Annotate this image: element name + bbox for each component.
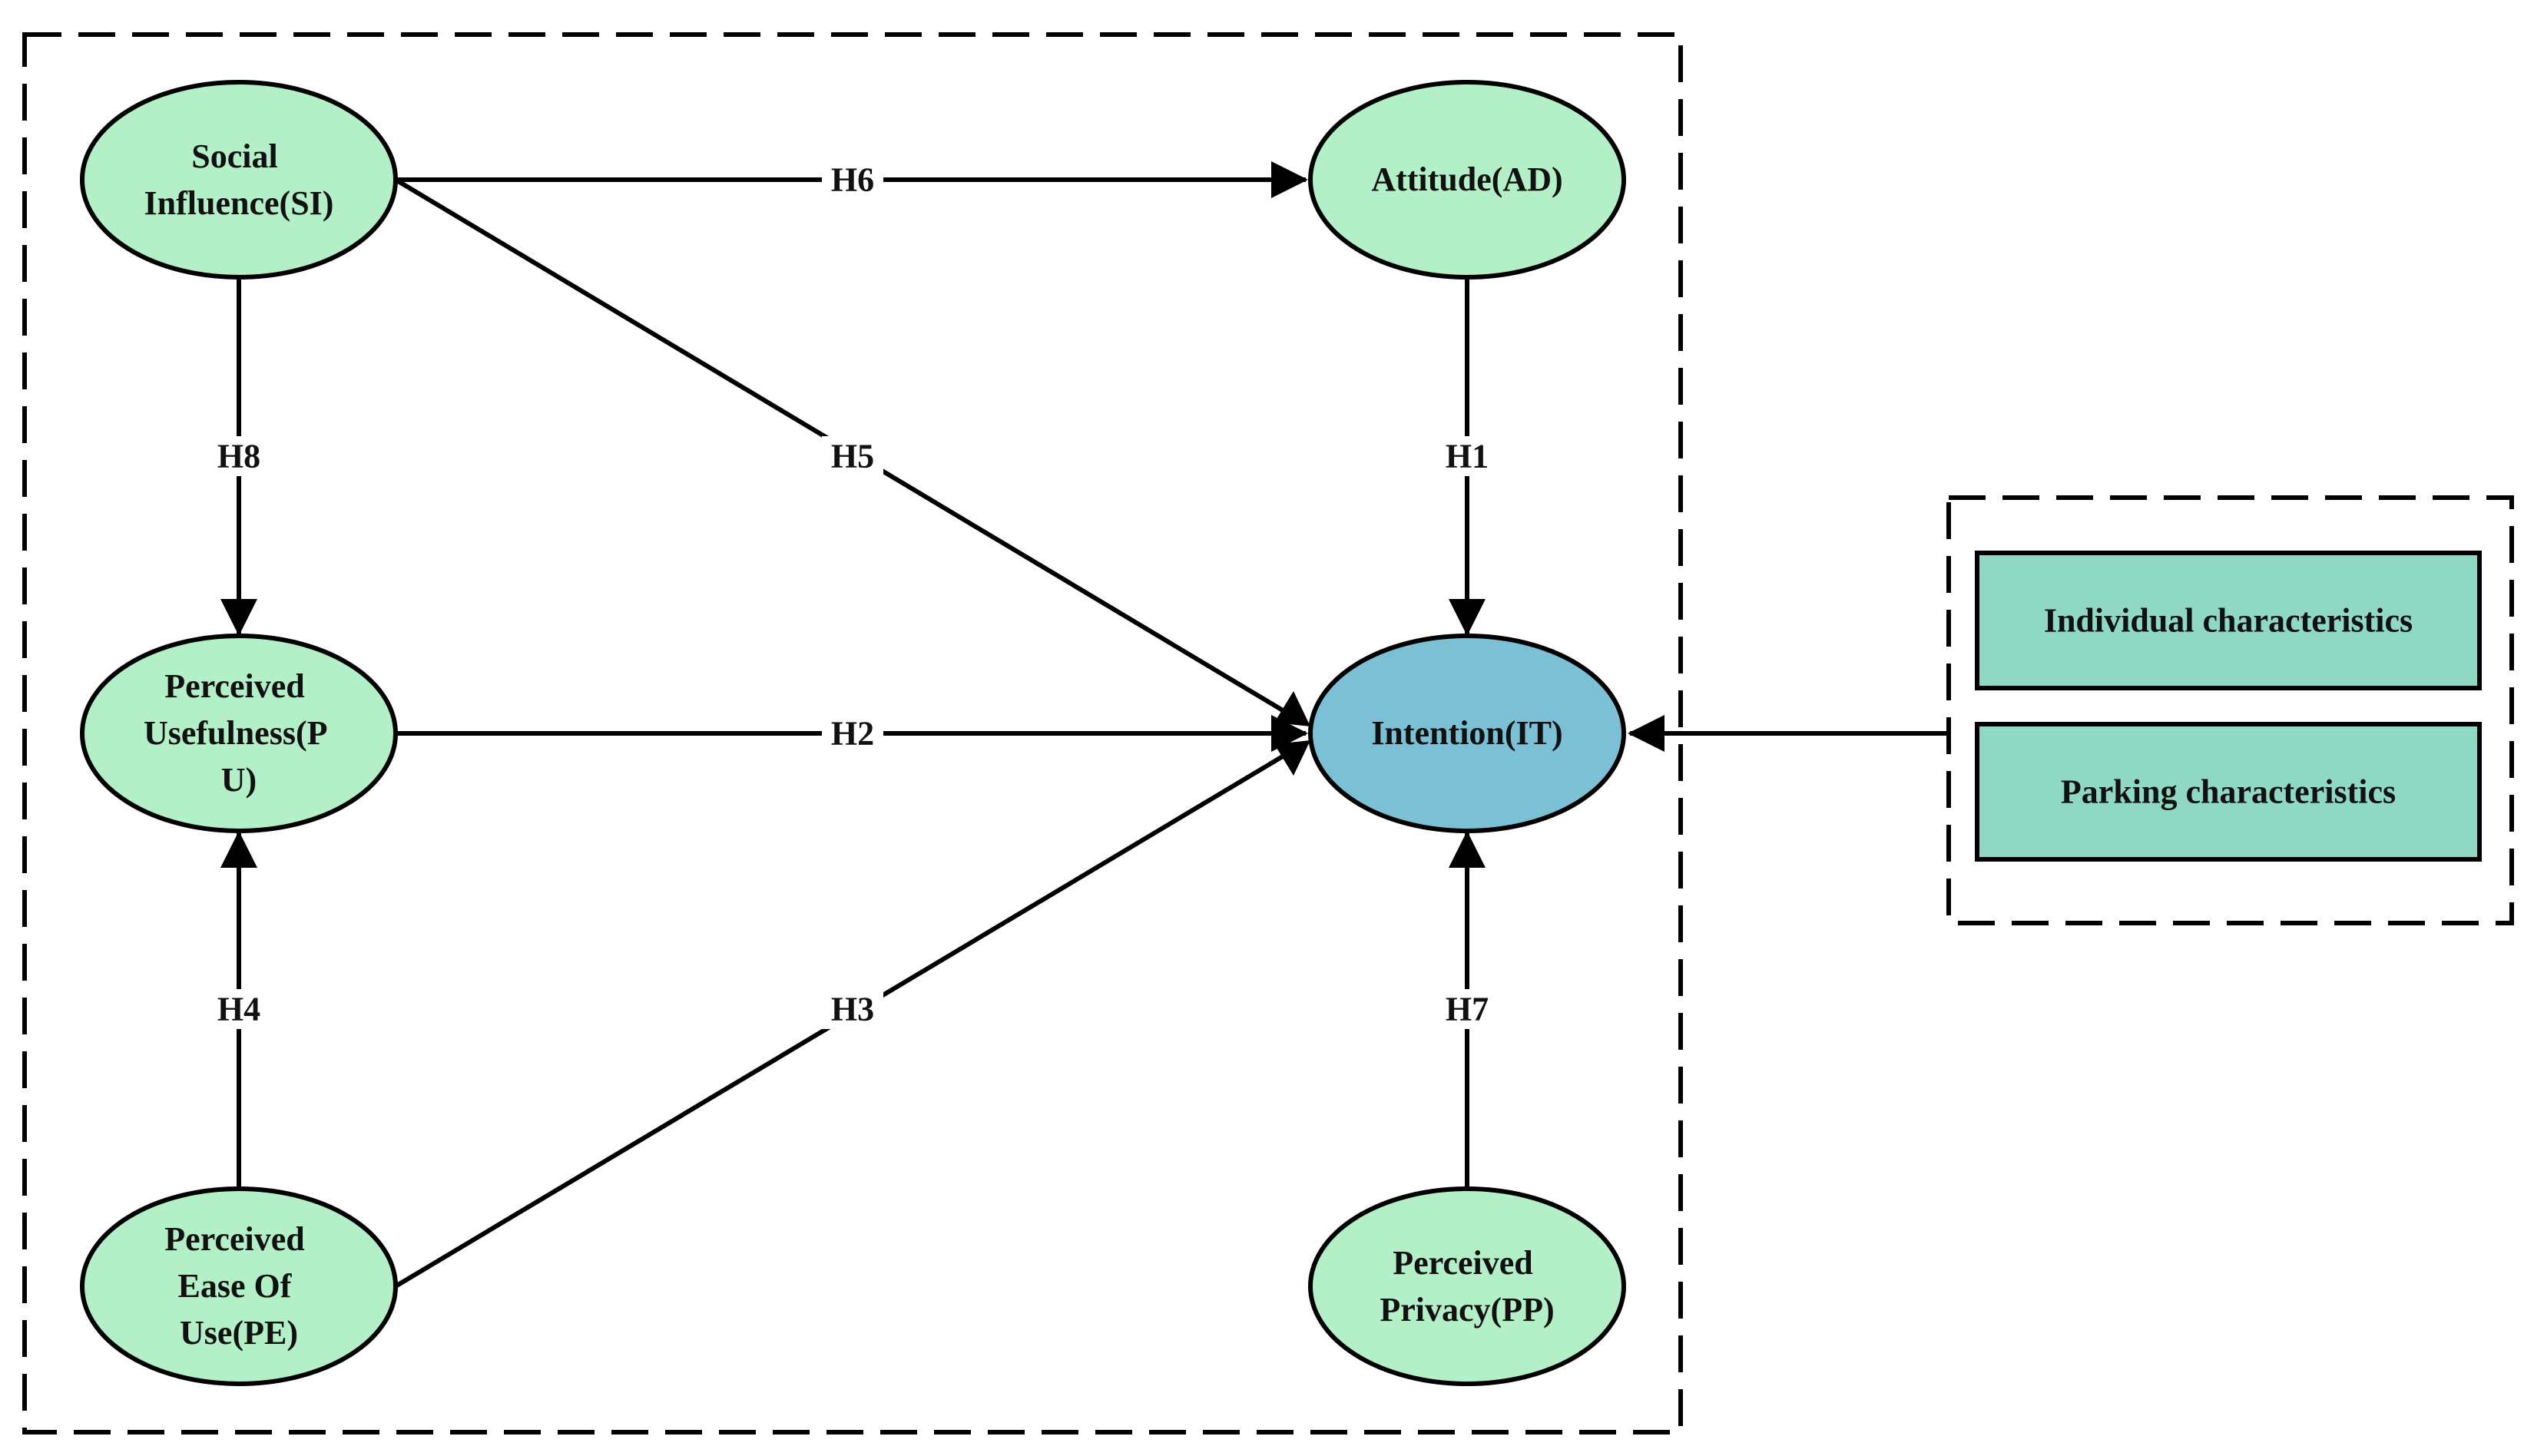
box-shape (1975, 722, 2482, 862)
node-label: Attitude(AD) (1371, 160, 1562, 198)
edge-label-h6: H6 (831, 161, 874, 199)
edge-label-h7: H7 (1446, 991, 1489, 1028)
arrowhead-h3 (1274, 740, 1310, 776)
box-label-parking: Parking characteristics (2061, 773, 2396, 811)
node-shape (80, 1186, 398, 1386)
box-shape (1975, 551, 2482, 690)
arrowhead-h6 (1271, 161, 1308, 198)
node-label: Intention(IT) (1371, 714, 1562, 752)
arrowhead-h2 (1271, 715, 1308, 752)
arrowhead-h5 (1274, 691, 1310, 726)
node-shape (80, 634, 398, 833)
node-label: Social Influence(SI) (144, 137, 334, 222)
arrowheads (220, 161, 1664, 868)
node-perceived-usefulness: Perceived Usefulness(P U) (80, 634, 398, 833)
node-attitude: Attitude(AD) (1308, 80, 1626, 280)
node-shape (1308, 1186, 1626, 1386)
node-social-influence: Social Influence(SI) (80, 80, 398, 280)
edges (237, 177, 1949, 1289)
edge-label-h8: H8 (217, 438, 260, 475)
edge-label-h3: H3 (831, 991, 874, 1028)
arrowhead-h4 (220, 831, 257, 868)
node-shape (1308, 80, 1626, 280)
node-shape (1308, 634, 1626, 833)
control-box-parking: Parking characteristics (1975, 722, 2482, 862)
arrowhead-h1 (1449, 599, 1486, 636)
edge-label-h2: H2 (831, 715, 874, 753)
node-perceived-privacy: Perceived Privacy(PP) (1308, 1186, 1626, 1386)
model-frame (22, 32, 1683, 1434)
node-label: Perceived Ease Of Use(PE) (164, 1220, 313, 1352)
node-label: Perceived Usefulness(P U) (144, 667, 334, 799)
edge-labels: H6 H5 H8 H1 H2 H3 H4 H7 (208, 160, 1498, 1029)
edge-label-h5: H5 (831, 438, 874, 475)
box-label-individual: Individual characteristics (2044, 602, 2413, 640)
node-shape (80, 80, 398, 280)
node-perceived-ease-of-use: Perceived Ease Of Use(PE) (80, 1186, 398, 1386)
arrowhead-controls (1628, 715, 1664, 752)
control-box-individual: Individual characteristics (1975, 551, 2482, 690)
arrowhead-h7 (1449, 831, 1486, 868)
edge-label-h1: H1 (1446, 438, 1489, 475)
node-intention: Intention(IT) (1308, 634, 1626, 833)
edge-label-h4: H4 (217, 991, 260, 1028)
arrowhead-h8 (220, 599, 257, 636)
node-label: Perceived Privacy(PP) (1380, 1244, 1554, 1329)
control-variables-frame (1946, 495, 2514, 925)
